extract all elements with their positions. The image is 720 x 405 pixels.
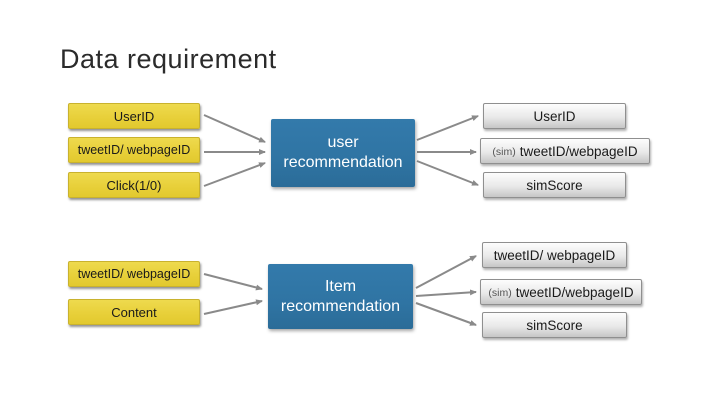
input-box-tweetid-webpageid-label: tweetID/ webpageID: [77, 143, 191, 157]
output-box-sim-tweetid-2: (sim) tweetID/webpageID: [480, 279, 642, 305]
output-box-tweetid-webpageid-label: tweetID/ webpageID: [493, 247, 616, 263]
process-item-rec-line1: Item: [324, 277, 357, 295]
output-box-sim-tweetid-2-label: tweetID/webpageID: [515, 284, 634, 300]
process-box-user-recommendation: user recommendation: [271, 119, 415, 187]
output-box-userid: UserID: [483, 103, 626, 129]
arrow-item-rec-to-sim-tweetid: [415, 289, 477, 297]
input-box-tweetid-webpageid-2-label: tweetID/ webpageID: [77, 267, 191, 281]
input-box-content-label: Content: [111, 304, 157, 320]
sim-prefix-label: (sim): [492, 146, 516, 158]
arrow-content-to-item-rec: [203, 299, 263, 315]
output-box-simscore: simScore: [483, 172, 626, 198]
sim-prefix-label-2: (sim): [488, 287, 512, 299]
arrow-tweetid-to-item-rec: [203, 273, 263, 291]
input-box-tweetid-webpageid: tweetID/ webpageID: [68, 137, 200, 163]
process-user-rec-line2: recommendation: [283, 154, 403, 171]
arrow-user-rec-to-simscore: [416, 160, 479, 186]
input-box-click-label: Click(1/0): [106, 177, 162, 193]
output-box-simscore-2: simScore: [482, 312, 627, 338]
process-item-rec-line2: recommendation: [280, 297, 401, 315]
input-box-userid: UserID: [68, 103, 200, 129]
input-box-click: Click(1/0): [68, 172, 200, 198]
output-box-simscore-2-label: simScore: [526, 317, 583, 333]
arrow-item-rec-to-tweetid: [415, 255, 477, 289]
input-box-userid-label: UserID: [113, 108, 155, 124]
slide-title: Data requirement: [60, 44, 277, 74]
output-box-tweetid-webpageid: tweetID/ webpageID: [482, 242, 627, 268]
arrow-item-rec-to-simscore: [415, 302, 477, 326]
arrow-user-rec-to-userid: [416, 115, 479, 141]
input-box-content: Content: [68, 299, 200, 325]
input-box-tweetid-webpageid-2: tweetID/ webpageID: [68, 261, 200, 287]
output-box-userid-label: UserID: [533, 108, 576, 124]
arrow-click-to-user-rec: [203, 162, 266, 187]
arrow-userid-to-user-rec: [203, 114, 266, 143]
process-box-item-recommendation: Item recommendation: [268, 264, 413, 329]
process-user-rec-line1: user: [327, 134, 359, 151]
output-box-sim-tweetid: (sim) tweetID/webpageID: [480, 138, 650, 164]
output-box-sim-tweetid-label: tweetID/webpageID: [519, 143, 638, 159]
output-box-simscore-label: simScore: [526, 177, 583, 193]
